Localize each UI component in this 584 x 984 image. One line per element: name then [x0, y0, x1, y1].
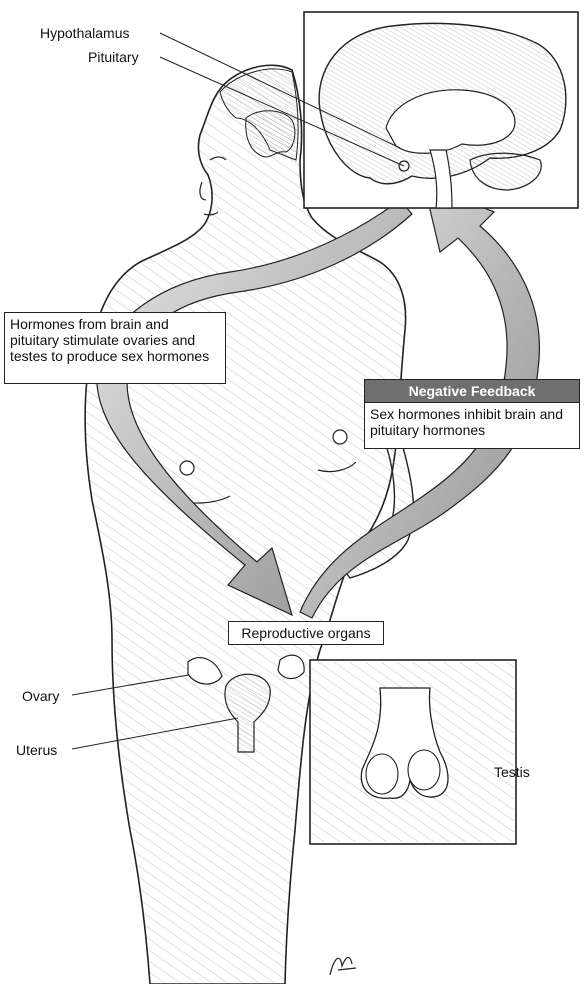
hypothalamus-label: Hypothalamus [40, 25, 130, 41]
breast-right [333, 430, 347, 444]
testis-right [408, 750, 440, 790]
pituitary-label: Pituitary [88, 49, 139, 65]
ovary-label: Ovary [22, 688, 59, 704]
negative-feedback-box: Negative Feedback Sex hormones inhibit b… [364, 379, 580, 449]
testis-label: Testis [494, 764, 530, 780]
negative-feedback-title: Negative Feedback [365, 380, 579, 403]
testis-left [366, 754, 398, 794]
head-brain [246, 111, 295, 157]
uterus-label: Uterus [16, 742, 57, 758]
face-nose [200, 182, 206, 200]
hormones-box: Hormones from brain and pituitary stimul… [4, 312, 226, 384]
reproductive-organs-box: Reproductive organs [228, 621, 384, 645]
artist-signature [330, 957, 356, 975]
breast-left [180, 461, 194, 475]
ovary-right [278, 655, 304, 678]
negative-feedback-text: Sex hormones inhibit brain and pituitary… [365, 403, 579, 441]
